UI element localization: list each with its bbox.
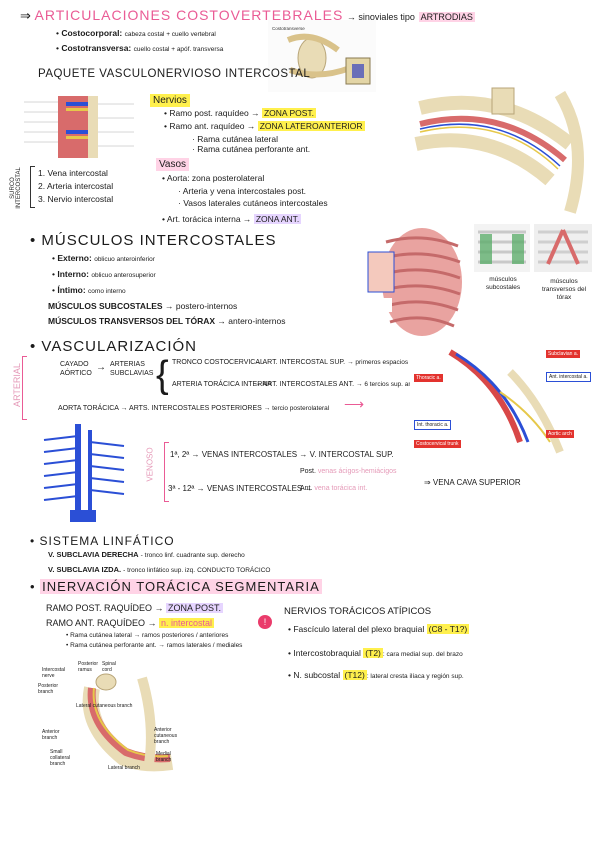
nerve-label-4: Lateral cutaneous branch xyxy=(76,703,133,709)
vessel-tag-3: Int. thoracic a. xyxy=(414,420,452,430)
sec1-item-0: • Costocorporal: cabeza costal + cuello … xyxy=(56,28,216,38)
surco-item-0: 1. Vena intercostal xyxy=(38,168,108,178)
surco-bracket xyxy=(30,166,35,208)
subcostal-muscles-illustration xyxy=(474,224,530,272)
art-brace: { xyxy=(156,354,169,396)
intercostal-layers-illustration xyxy=(14,92,144,164)
nervios-item-3: · Rama cutánea perforante ant. xyxy=(192,144,311,154)
sec3-item-2: • Íntimo: como interno xyxy=(52,285,126,295)
arrow-icon: ⇒ xyxy=(20,8,31,23)
sec5-row-1: V. SUBCLAVIA IZDA. - tronco linfático su… xyxy=(48,565,271,574)
vasos-item-2: · Vasos laterales cutáneos intercostales xyxy=(178,198,328,208)
aorta-row: AORTA TORÁCICA → ARTS. INTERCOSTALES POS… xyxy=(58,405,330,412)
surco-item-1: 2. Arteria intercostal xyxy=(38,181,114,191)
atipicos-marker-icon: ! xyxy=(258,615,272,629)
vasos-item-1: · Arteria y vena intercostales post. xyxy=(178,186,307,196)
rib-vessels-illustration xyxy=(414,87,584,214)
sec1-item-1: • Costotransversa: cuello costal + apóf.… xyxy=(56,43,224,53)
nerve-label-5: Anterior branch xyxy=(42,729,60,741)
ven-ant: Ant. vena torácica int. xyxy=(300,485,368,492)
art-mid: ARTERIAS SUBCLAVIAS xyxy=(110,361,154,377)
pink-arrow-icon: ⟶ xyxy=(344,396,365,412)
atipico-0: • Fascículo lateral del plexo braquial (… xyxy=(288,624,470,634)
sec3-item-0: • Externo: oblicuo anteroinferior xyxy=(52,253,155,263)
nervios-item-0: • Ramo post. raquídeo → ZONA POST. xyxy=(164,108,317,118)
vertebra-illustration: Costotransverse xyxy=(268,20,376,92)
sec3-item-1: • Interno: oblicuo anterosuperior xyxy=(52,269,156,279)
thorax-muscles-illustration xyxy=(367,228,462,336)
arterial-label: ARTERIAL xyxy=(12,363,22,407)
sec3-extra-0: MÚSCULOS SUBCOSTALES → postero-internos xyxy=(48,301,238,311)
surco-item-2: 3. Nervio intercostal xyxy=(38,194,114,204)
arterial-bracket xyxy=(22,356,27,420)
vasos-item-3: • Art. torácica interna → ZONA ANT. xyxy=(162,214,302,224)
nerve-label-9: Medial branch xyxy=(156,751,172,763)
svg-text:Costotransverse: Costotransverse xyxy=(272,26,305,31)
ven-row-0: 1ª, 2ª → VENAS INTERCOSTALES → V. INTERC… xyxy=(170,450,394,459)
art-row-1: ARTERIA TORÁCICA INTERNA → ART. INTERCOS… xyxy=(172,381,416,388)
nerve-label-0: Intercostal nerve xyxy=(42,667,66,679)
sec6-sub-0: • Rama cutánea lateral → ramos posterior… xyxy=(66,632,229,639)
sec6-row-0: RAMO POST. RAQUÍDEO → ZONA POST. xyxy=(46,603,224,613)
surco-label: SURCO INTERCOSTAL xyxy=(10,167,22,209)
vessel-tag-5: Aortic arch xyxy=(546,430,574,438)
nerve-label-2: Spinal cord xyxy=(102,661,116,673)
sec1-suffix: → sinoviales tipo xyxy=(346,12,415,22)
sec1-header: ⇒ ARTICULACIONES COSTOVERTEBRALES → sino… xyxy=(20,7,475,24)
art-arrow-icon: → xyxy=(96,362,106,373)
atipico-1: • Intercostobraquial (T2): cara medial s… xyxy=(288,648,463,658)
vena-cava-label: ⇒ VENA CAVA SUPERIOR xyxy=(424,478,521,487)
vasos-label: Vasos xyxy=(156,158,190,171)
subcostal-img-label: músculos subcostales xyxy=(485,276,521,291)
venoso-bracket xyxy=(164,442,169,502)
sec2-title: PAQUETE VASCULONERVIOSO INTERCOSTAL xyxy=(38,68,311,80)
vessel-tag-1: Thoracic a. xyxy=(414,374,443,382)
sec5-title: • SISTEMA LINFÁTICO xyxy=(30,534,175,548)
nerve-label-7: Lateral branch xyxy=(108,765,140,771)
azygos-veins-illustration xyxy=(43,424,125,522)
ven-row-1: 3ª - 12ª → VENAS INTERCOSTALES → xyxy=(168,484,313,493)
vasos-item-0: • Aorta: zona posterolateral xyxy=(162,173,265,183)
ven-post: Post. venas ácigos-hemiácigos xyxy=(300,468,397,475)
sec3-title: • MÚSCULOS INTERCOSTALES xyxy=(30,232,277,249)
sec5-row-0: V. SUBCLAVIA DERECHA - tronco linf. cuad… xyxy=(48,550,245,559)
nervios-item-1: • Ramo ant. raquídeo → ZONA LATEROANTERI… xyxy=(164,121,365,131)
section-title-articulaciones: ARTICULACIONES COSTOVERTEBRALES xyxy=(34,7,344,23)
venoso-label: VENOSO xyxy=(145,447,155,482)
intercostal-nerve-illustration xyxy=(82,673,174,772)
nerve-label-3: Posterior branch xyxy=(38,683,59,695)
nerve-label-8: Anterior cutaneous branch xyxy=(154,727,178,745)
nervios-label: Nervios xyxy=(150,94,190,107)
sec6-row-1: RAMO ANT. RAQUÍDEO → n. intercostal xyxy=(46,618,215,628)
vessel-tag-2: Ant. intercostal a. xyxy=(546,372,591,382)
nerve-label-1: Posterior ramus xyxy=(78,661,99,673)
vessel-tag-0: Subclavian a. xyxy=(546,350,581,358)
nerve-label-6: Small collateral branch xyxy=(50,749,71,767)
subclavian-vessels-illustration xyxy=(410,342,594,458)
art-left: CAYADO AÓRTICO xyxy=(60,361,92,377)
art-row-0: TRONCO COSTOCERVICAL → ART. INTERCOSTAL … xyxy=(172,359,409,366)
transversus-thoracis-illustration xyxy=(534,224,592,272)
sec4-title: • VASCULARIZACIÓN xyxy=(30,338,198,355)
nervios-item-2: · Rama cutánea lateral xyxy=(192,134,278,144)
atipico-2: • N. subcostal (T12): lateral cresta ilí… xyxy=(288,670,464,680)
vessel-tag-4: Costocervical trunk xyxy=(414,440,461,448)
sec6-title: • INERVACIÓN TORÁCICA SEGMENTARIA xyxy=(30,579,322,594)
atipicos-title: NERVIOS TORÁCICOS ATÍPICOS xyxy=(284,606,432,617)
sec3-extra-1: MÚSCULOS TRANSVERSOS DEL TÓRAX → antero-… xyxy=(48,316,286,326)
sec1-type: ARTRODIAS xyxy=(418,12,475,22)
sec6-sub-1: • Rama cutánea perforante ant. → ramos l… xyxy=(66,642,243,649)
transversus-img-label: músculos transversos del tórax xyxy=(541,278,587,301)
